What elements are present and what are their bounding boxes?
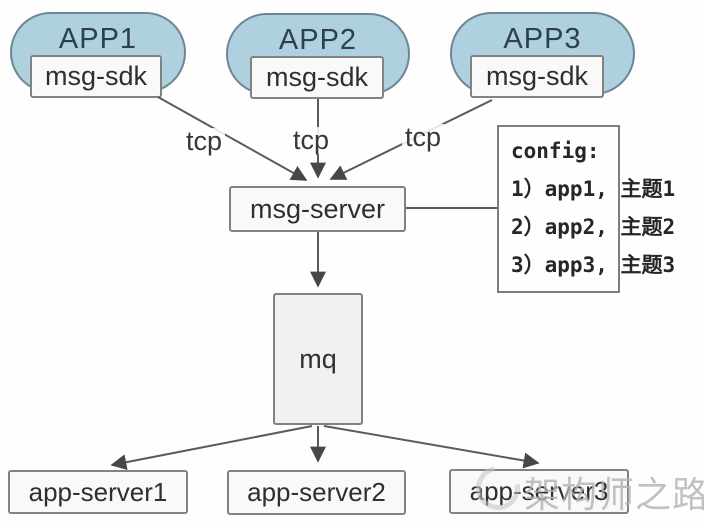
app-server1-box: app-server1	[8, 470, 188, 514]
config-item-2: 2）app2, 主题2	[511, 215, 676, 239]
config-box: config: 1）app1, 主题1 2）app2, 主题2 3）app3, …	[497, 125, 675, 293]
msg-sdk-box-2: msg-sdk	[250, 56, 384, 99]
msg-sdk-box-3: msg-sdk	[470, 55, 604, 98]
config-title: config:	[511, 139, 600, 163]
tcp-label-2: tcp	[290, 127, 333, 154]
tcp-label-3: tcp	[402, 124, 445, 151]
app-server2-box: app-server2	[227, 470, 406, 515]
app-server3-box: app-server3	[449, 469, 629, 514]
msg-server-box: msg-server	[229, 186, 406, 232]
app2-label: APP2	[278, 24, 358, 56]
mq-to-server1-line	[110, 425, 313, 471]
app3-label: APP3	[503, 23, 582, 55]
tcp-label-1: tcp	[183, 128, 226, 155]
config-item-3: 3）app3, 主题3	[511, 253, 676, 277]
mq-to-server3-line	[323, 425, 540, 469]
app1-label: APP1	[58, 23, 138, 55]
watermark-text: 架构师之路	[524, 474, 704, 515]
config-item-1: 1）app1, 主题1	[511, 177, 676, 201]
config-text: config: 1）app1, 主题1 2）app2, 主题2 3）app3, …	[511, 132, 675, 284]
tcp-line-1	[157, 96, 308, 181]
mq-box: mq	[273, 293, 363, 425]
msg-sdk-box-1: msg-sdk	[30, 55, 162, 98]
